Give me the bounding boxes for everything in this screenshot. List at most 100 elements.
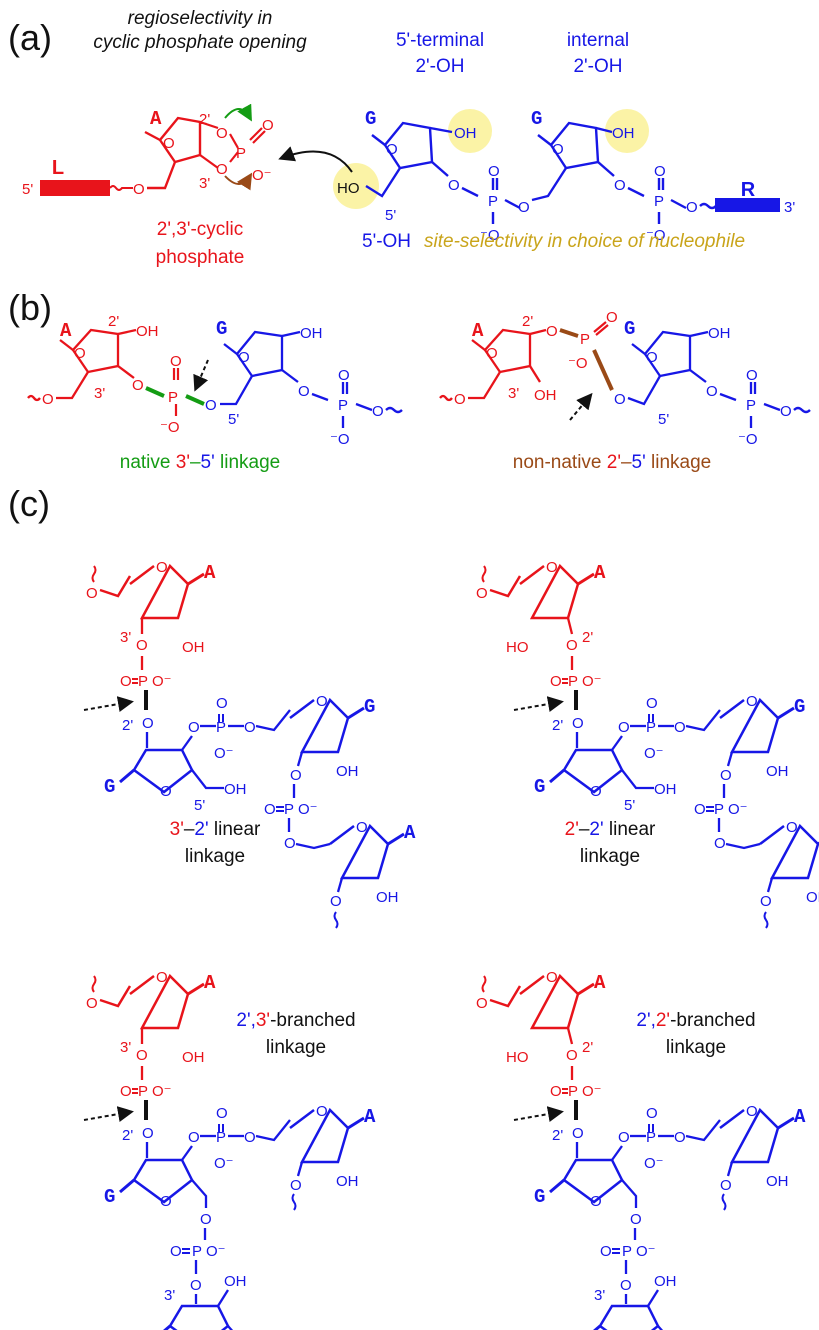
- b-native-blue-5prime: 5': [228, 411, 239, 428]
- atom-label: O: [188, 1129, 200, 1146]
- b-native-blue-o: O: [372, 403, 384, 420]
- bond: [132, 748, 194, 794]
- ring-o-g2: O: [552, 141, 564, 158]
- atom-label: 2': [582, 1039, 593, 1056]
- b-native-dashed-arrow: [193, 359, 209, 392]
- base-letter: G: [364, 696, 375, 718]
- bond: [611, 1145, 623, 1161]
- b-nn-3oh: OH: [534, 387, 557, 404]
- atom-label: O: [572, 1125, 584, 1142]
- bond: [289, 1107, 350, 1164]
- bond: [562, 678, 568, 684]
- b-native-2prime: 2': [108, 313, 119, 330]
- atom-label: OH: [766, 1173, 789, 1190]
- atom-label: O: [550, 1083, 562, 1100]
- base-letter: A: [594, 562, 606, 584]
- base-letter: G: [794, 696, 805, 718]
- terminal-label-line1: 5'-terminal: [396, 30, 484, 51]
- atom-label: O: [600, 1243, 612, 1260]
- b-nn-blue-ring-o: O: [646, 349, 658, 366]
- bond: [719, 697, 780, 754]
- bond: [333, 911, 339, 929]
- p-g2-minus-o: ⁻O: [646, 227, 666, 244]
- atom-label: O: [572, 715, 584, 732]
- atom-label: O: [216, 695, 228, 712]
- bond: [182, 1248, 190, 1254]
- label-branched-22-line2: linkage: [666, 1037, 726, 1058]
- bond: [347, 706, 365, 720]
- bond: [129, 973, 190, 1030]
- atom-label: O: [720, 767, 732, 784]
- cyclic-o-minus: O⁻: [252, 167, 272, 184]
- atom-label: HO: [506, 639, 529, 656]
- panel-c-structure-branched22: OOAHO2'OOPO⁻2'OOGOPOO⁻OOAOHOOOPO⁻O3'OGOH…: [476, 969, 806, 1330]
- bond: [83, 696, 134, 712]
- b-nn-o1: O: [454, 391, 466, 408]
- atom-label: O: [290, 767, 302, 784]
- atom-label: O⁻: [728, 801, 748, 818]
- b-native-o1: O: [42, 391, 54, 408]
- b-nn-2prime: 2': [522, 313, 533, 330]
- atom-label: O: [188, 719, 200, 736]
- atom-label: O: [244, 719, 256, 736]
- atom-label: O: [86, 585, 98, 602]
- b-native-p-minus-o: ⁻O: [160, 419, 180, 436]
- cyclic-label-line2: phosphate: [156, 247, 245, 268]
- atom-label: P: [284, 801, 294, 818]
- atom-label: P: [622, 1243, 632, 1260]
- atom-label: OH: [224, 781, 247, 798]
- atom-label: O: [216, 1105, 228, 1122]
- left-strand-label: L: [52, 157, 64, 179]
- atom-label: P: [216, 719, 226, 736]
- b-native-blue-ring-o: O: [238, 349, 250, 366]
- bond: [685, 709, 721, 732]
- atom-label: O: [786, 819, 798, 836]
- bond: [276, 806, 284, 812]
- label-linear-22: 2'–2' linear: [565, 819, 656, 840]
- atom-label: P: [646, 719, 656, 736]
- b-native-green-bond2: [185, 394, 205, 406]
- two-prime-a1: 2': [199, 111, 210, 128]
- atom-label: 3': [120, 1039, 131, 1056]
- terminal-oh-highlight: [448, 109, 492, 153]
- atom-label: O: [590, 1193, 602, 1210]
- internal-label-line1: internal: [567, 30, 629, 51]
- b-native-blue-o3: O: [298, 383, 310, 400]
- atom-label: O: [356, 819, 368, 836]
- b-native-red-sugar: [27, 328, 137, 402]
- bond: [657, 1325, 664, 1330]
- atom-label: P: [216, 1129, 226, 1146]
- bond: [296, 751, 304, 767]
- atom-label: O⁻: [152, 673, 172, 690]
- atom-label: 2': [552, 717, 563, 734]
- b-native-oh: OH: [136, 323, 159, 340]
- three-prime-a1: 3': [199, 175, 210, 192]
- label-branched-23: 2',3'-branched: [236, 1010, 355, 1031]
- bond: [726, 751, 734, 767]
- b-native-green-bond1: [145, 386, 165, 398]
- bond: [489, 985, 522, 1008]
- atom-label: O: [746, 693, 758, 710]
- o-g2-5: O: [518, 199, 530, 216]
- base-g-g2: G: [531, 108, 542, 130]
- base-letter: A: [364, 1106, 376, 1128]
- b-nn-brown-bond1: [559, 328, 579, 338]
- panel-label-c: (c): [8, 483, 50, 524]
- bond: [119, 768, 135, 784]
- label-branched-22: 2',2'-branched: [636, 1010, 755, 1031]
- atom-label: O: [244, 1129, 256, 1146]
- bond: [255, 709, 291, 732]
- atom-label: P: [138, 1083, 148, 1100]
- bond: [291, 1193, 297, 1211]
- bond: [181, 1145, 193, 1161]
- terminal-oh: OH: [454, 125, 477, 142]
- b-native-phosphate: [172, 368, 180, 416]
- b-nn-minus-o: ⁻O: [568, 355, 588, 372]
- bond: [218, 714, 224, 722]
- atom-label: O: [156, 559, 168, 576]
- right-three-prime: 3': [784, 199, 795, 216]
- atom-label: P: [138, 673, 148, 690]
- atom-label: O: [566, 637, 578, 654]
- bond: [621, 1179, 638, 1208]
- b-nn-brown-bond2: [592, 349, 614, 391]
